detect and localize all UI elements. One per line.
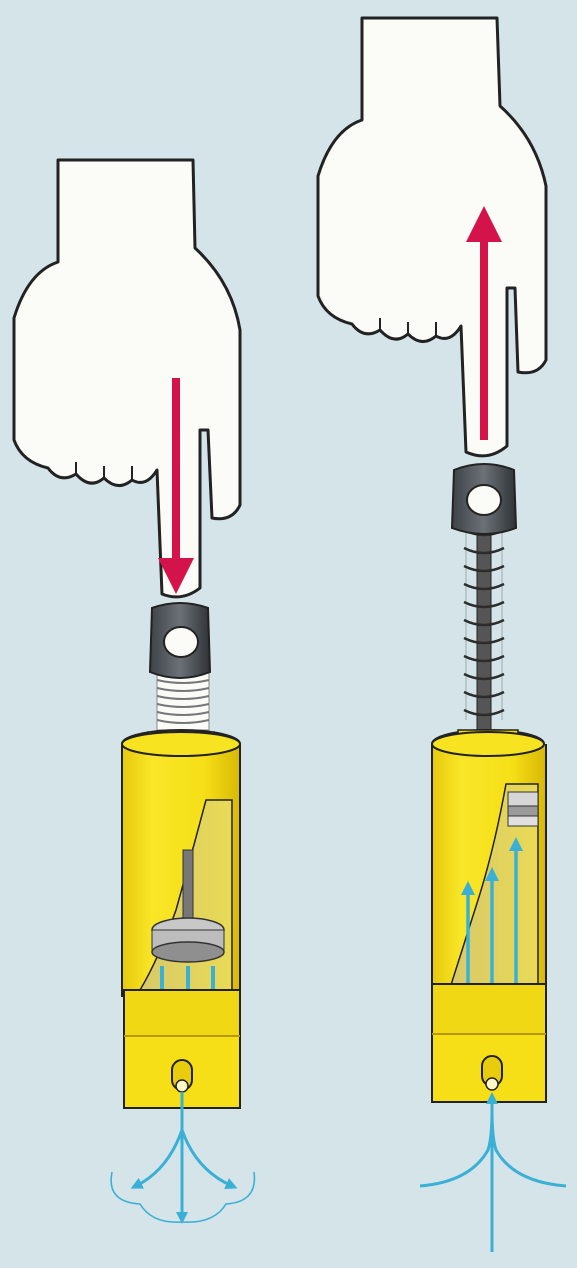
extended-spring — [464, 520, 504, 730]
hand-right — [318, 18, 546, 456]
air-out-left — [111, 1092, 254, 1222]
pump-body-right — [432, 730, 546, 1024]
handle-cap-left — [150, 603, 210, 678]
pump-base-right — [432, 984, 546, 1102]
handle-cap-right — [452, 464, 516, 534]
air-in-right — [420, 1098, 566, 1252]
panel-push-down — [14, 160, 254, 1222]
hand-left — [14, 160, 240, 597]
pump-body-left — [122, 730, 240, 1016]
panel-pull-up — [318, 18, 566, 1252]
pump-base-left — [124, 990, 240, 1108]
